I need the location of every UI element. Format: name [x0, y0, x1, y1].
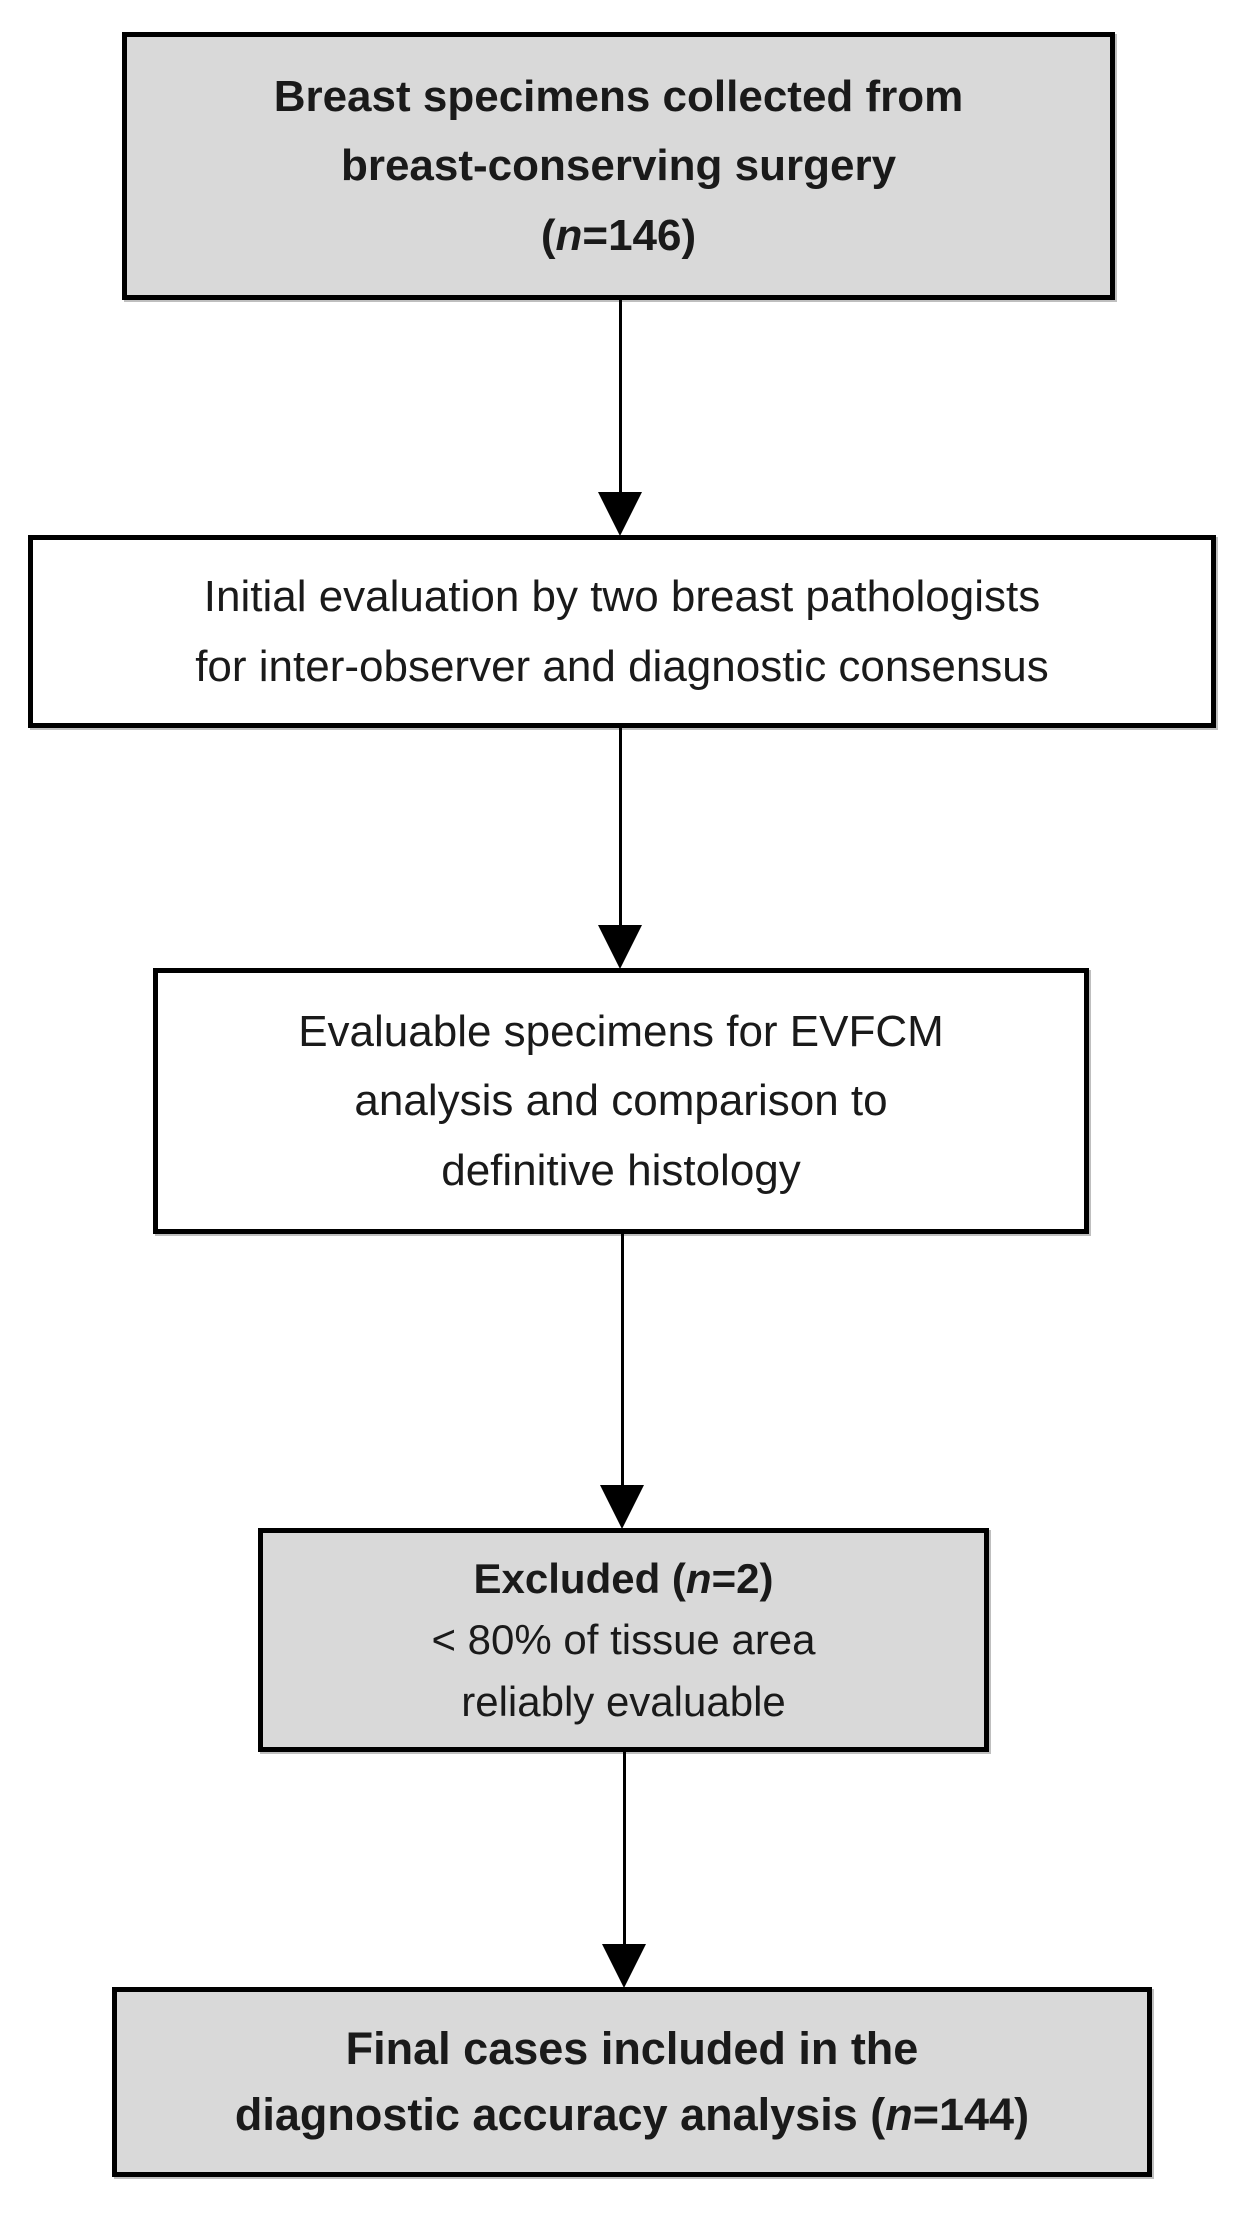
flow-arrow-3	[600, 1232, 644, 1529]
box-text-line: for inter-observer and diagnostic consen…	[195, 641, 1049, 691]
final-label: diagnostic accuracy analysis (	[234, 2089, 886, 2140]
box-text-line: breast-conserving surgery	[340, 141, 897, 191]
n-symbol: n	[685, 1555, 712, 1603]
arrow-line	[620, 1232, 624, 1485]
flow-box-final-cases: Final cases included in the diagnostic a…	[112, 1987, 1152, 2177]
box-text-line: < 80% of tissue area	[431, 1616, 816, 1664]
n-symbol: n	[555, 210, 583, 260]
box-text-line: definitive histology	[441, 1145, 801, 1195]
n-value: =146)	[582, 210, 697, 260]
flow-arrow-1	[598, 298, 642, 536]
arrow-line	[618, 298, 622, 492]
arrow-down-icon	[602, 1944, 646, 1988]
flow-box-initial-evaluation: Initial evaluation by two breast patholo…	[28, 535, 1216, 728]
box-text-line: Breast specimens collected from	[273, 71, 964, 121]
box-text-line: reliably evaluable	[461, 1677, 786, 1725]
n-symbol: n	[885, 2089, 913, 2140]
flow-box-specimens-collected: Breast specimens collected from breast-c…	[122, 32, 1115, 300]
box-text-line: Initial evaluation by two breast patholo…	[203, 571, 1041, 621]
box-text-line: Final cases included in the	[345, 2023, 919, 2075]
arrow-down-icon	[598, 492, 642, 536]
flow-box-evaluable-specimens: Evaluable specimens for EVFCM analysis a…	[153, 968, 1089, 1234]
flow-arrow-2	[598, 726, 642, 969]
n-value: =2)	[711, 1555, 774, 1603]
box-text-line: diagnostic accuracy analysis (n=144)	[235, 2082, 1029, 2148]
arrow-down-icon	[600, 1485, 644, 1529]
box-text-line: analysis and comparison to	[354, 1076, 888, 1126]
paren-open: (	[540, 210, 556, 260]
box-text-line: (n=146)	[541, 201, 696, 271]
flow-box-excluded: Excluded (n=2) < 80% of tissue area reli…	[258, 1528, 989, 1752]
box-text-line: Excluded (n=2)	[474, 1548, 774, 1609]
n-value: =144)	[912, 2089, 1030, 2140]
arrow-down-icon	[598, 925, 642, 969]
flow-arrow-4	[602, 1750, 646, 1988]
box-text-line: Evaluable specimens for EVFCM	[298, 1006, 944, 1056]
excluded-label: Excluded (	[473, 1555, 686, 1603]
arrow-line	[622, 1750, 626, 1944]
arrow-line	[618, 726, 622, 925]
